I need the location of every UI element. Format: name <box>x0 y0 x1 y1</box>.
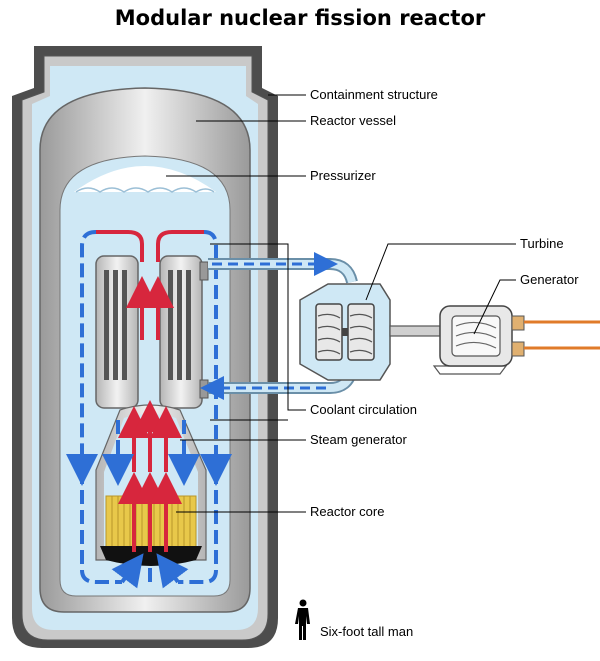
hot-coolant-flow <box>96 230 204 552</box>
leader-lines <box>166 94 516 513</box>
label-pressurizer: Pressurizer <box>310 168 376 183</box>
label-reactor-vessel: Reactor vessel <box>310 113 396 128</box>
label-containment-structure: Containment structure <box>310 87 438 102</box>
man-icon <box>295 599 310 640</box>
turbine <box>299 283 391 381</box>
pressurizer-dome <box>74 166 216 193</box>
steam-generator-left <box>95 255 139 409</box>
turbine-shaft <box>389 325 441 337</box>
label-turbine: Turbine <box>520 236 564 251</box>
label-six-foot-man: Six-foot tall man <box>320 624 414 639</box>
cold-coolant-flow <box>66 230 232 589</box>
label-reactor-core: Reactor core <box>310 504 385 519</box>
generator <box>432 305 525 375</box>
steam-generator-right <box>159 255 209 409</box>
diagram-title: Modular nuclear fission reactor <box>114 6 486 30</box>
label-generator: Generator <box>520 272 579 287</box>
label-coolant-circulation: Coolant circulation <box>310 402 417 417</box>
label-steam-generator: Steam generator <box>310 432 407 447</box>
power-lines <box>524 320 600 350</box>
